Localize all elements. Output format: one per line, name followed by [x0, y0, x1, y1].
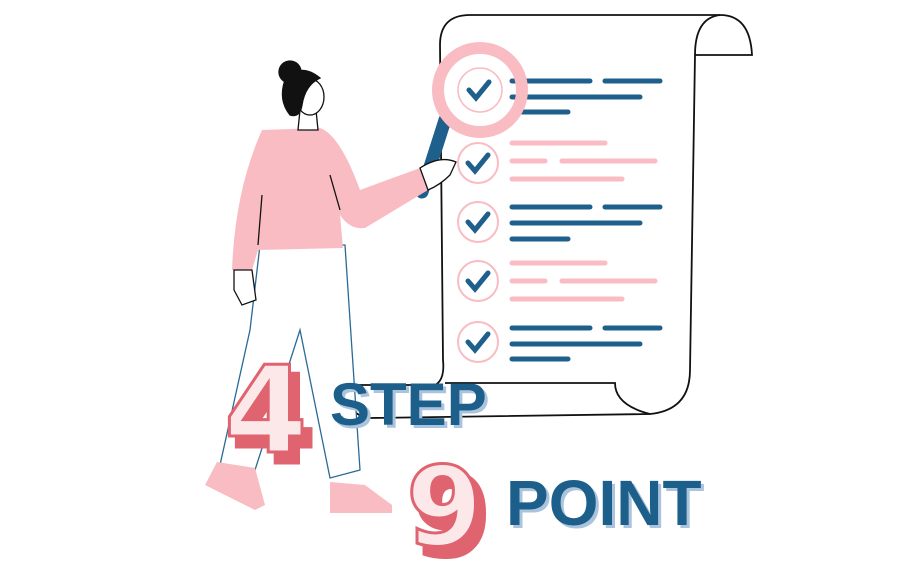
shoe — [205, 462, 265, 510]
shoe — [330, 482, 392, 513]
check-icon — [466, 79, 492, 102]
checklist — [457, 78, 663, 363]
hair-bun — [278, 60, 302, 84]
pants — [219, 244, 361, 479]
sweater — [232, 128, 428, 270]
headline: 4 STEP 9 POINT — [223, 341, 702, 561]
checklist-item — [457, 140, 658, 184]
checklist-item — [457, 260, 658, 302]
number-9: 9 — [406, 443, 483, 561]
check-icon — [465, 331, 491, 354]
check-icon — [465, 152, 491, 175]
number-4: 4 — [224, 342, 308, 481]
hand — [233, 269, 257, 306]
checklist-item — [457, 201, 663, 243]
point-word: POINT — [506, 467, 702, 539]
check-icon — [465, 211, 491, 234]
step-word: STEP — [330, 371, 487, 438]
check-icon — [465, 270, 491, 293]
checklist-item — [457, 321, 663, 363]
hand — [419, 158, 457, 191]
person-figure — [205, 60, 457, 513]
